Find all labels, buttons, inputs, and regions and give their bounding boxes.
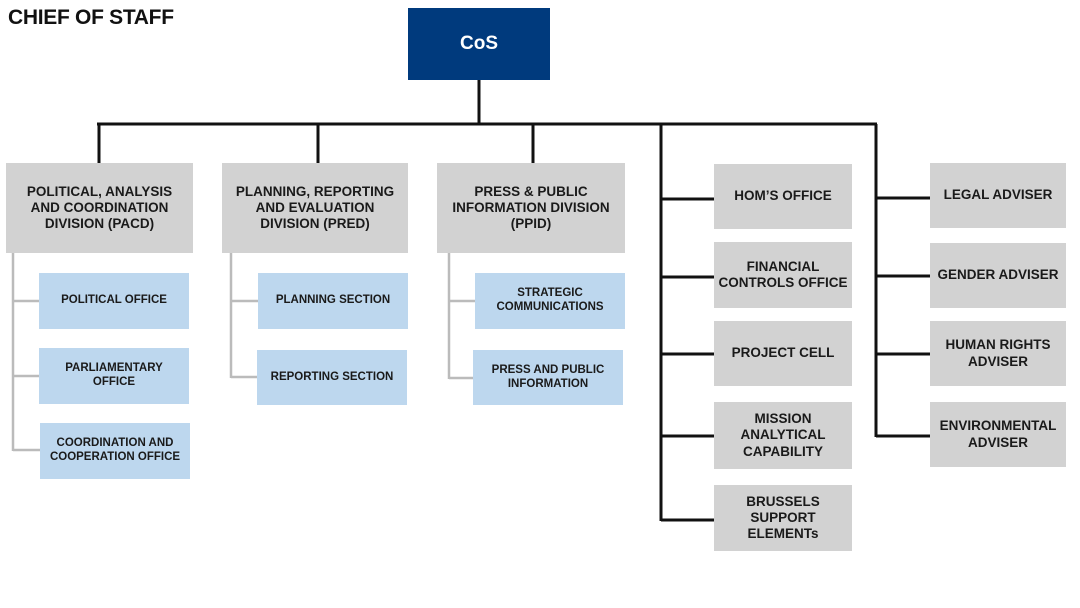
unit-strategic-communications: STRATEGIC COMMUNICATIONS	[475, 273, 625, 329]
unit-reporting-section: REPORTING SECTION	[257, 350, 407, 405]
office-project-cell: PROJECT CELL	[714, 321, 852, 386]
unit-planning-section: PLANNING SECTION	[258, 273, 408, 329]
office-hom: HOM’S OFFICE	[714, 164, 852, 229]
unit-press-public-information: PRESS AND PUBLIC INFORMATION	[473, 350, 623, 405]
office-brussels-support-elements: BRUSSELS SUPPORT ELEMENTs	[714, 485, 852, 551]
unit-political-office: POLITICAL OFFICE	[39, 273, 189, 329]
adviser-legal: LEGAL ADVISER	[930, 163, 1066, 228]
adviser-environmental: ENVIRONMENTAL ADVISER	[930, 402, 1066, 467]
adviser-gender: GENDER ADVISER	[930, 243, 1066, 308]
adviser-human-rights: HUMAN RIGHTS ADVISER	[930, 321, 1066, 386]
chart-title: CHIEF OF STAFF	[8, 6, 174, 29]
cos-box: CoS	[408, 8, 550, 80]
division-ppid-box: PRESS & PUBLIC INFORMATION DIVISION (PPI…	[437, 163, 625, 253]
unit-parliamentary-office: PARLIAMENTARY OFFICE	[39, 348, 189, 404]
office-mission-analytical-capability: MISSION ANALYTICAL CAPABILITY	[714, 402, 852, 469]
division-pacd-box: POLITICAL, ANALYSIS AND COORDINATION DIV…	[6, 163, 193, 253]
unit-coordination-cooperation-office: COORDINATION AND COOPERATION OFFICE	[40, 423, 190, 479]
office-financial-controls: FINANCIAL CONTROLS OFFICE	[714, 242, 852, 308]
division-pred-box: PLANNING, REPORTING AND EVALUATION DIVIS…	[222, 163, 408, 253]
